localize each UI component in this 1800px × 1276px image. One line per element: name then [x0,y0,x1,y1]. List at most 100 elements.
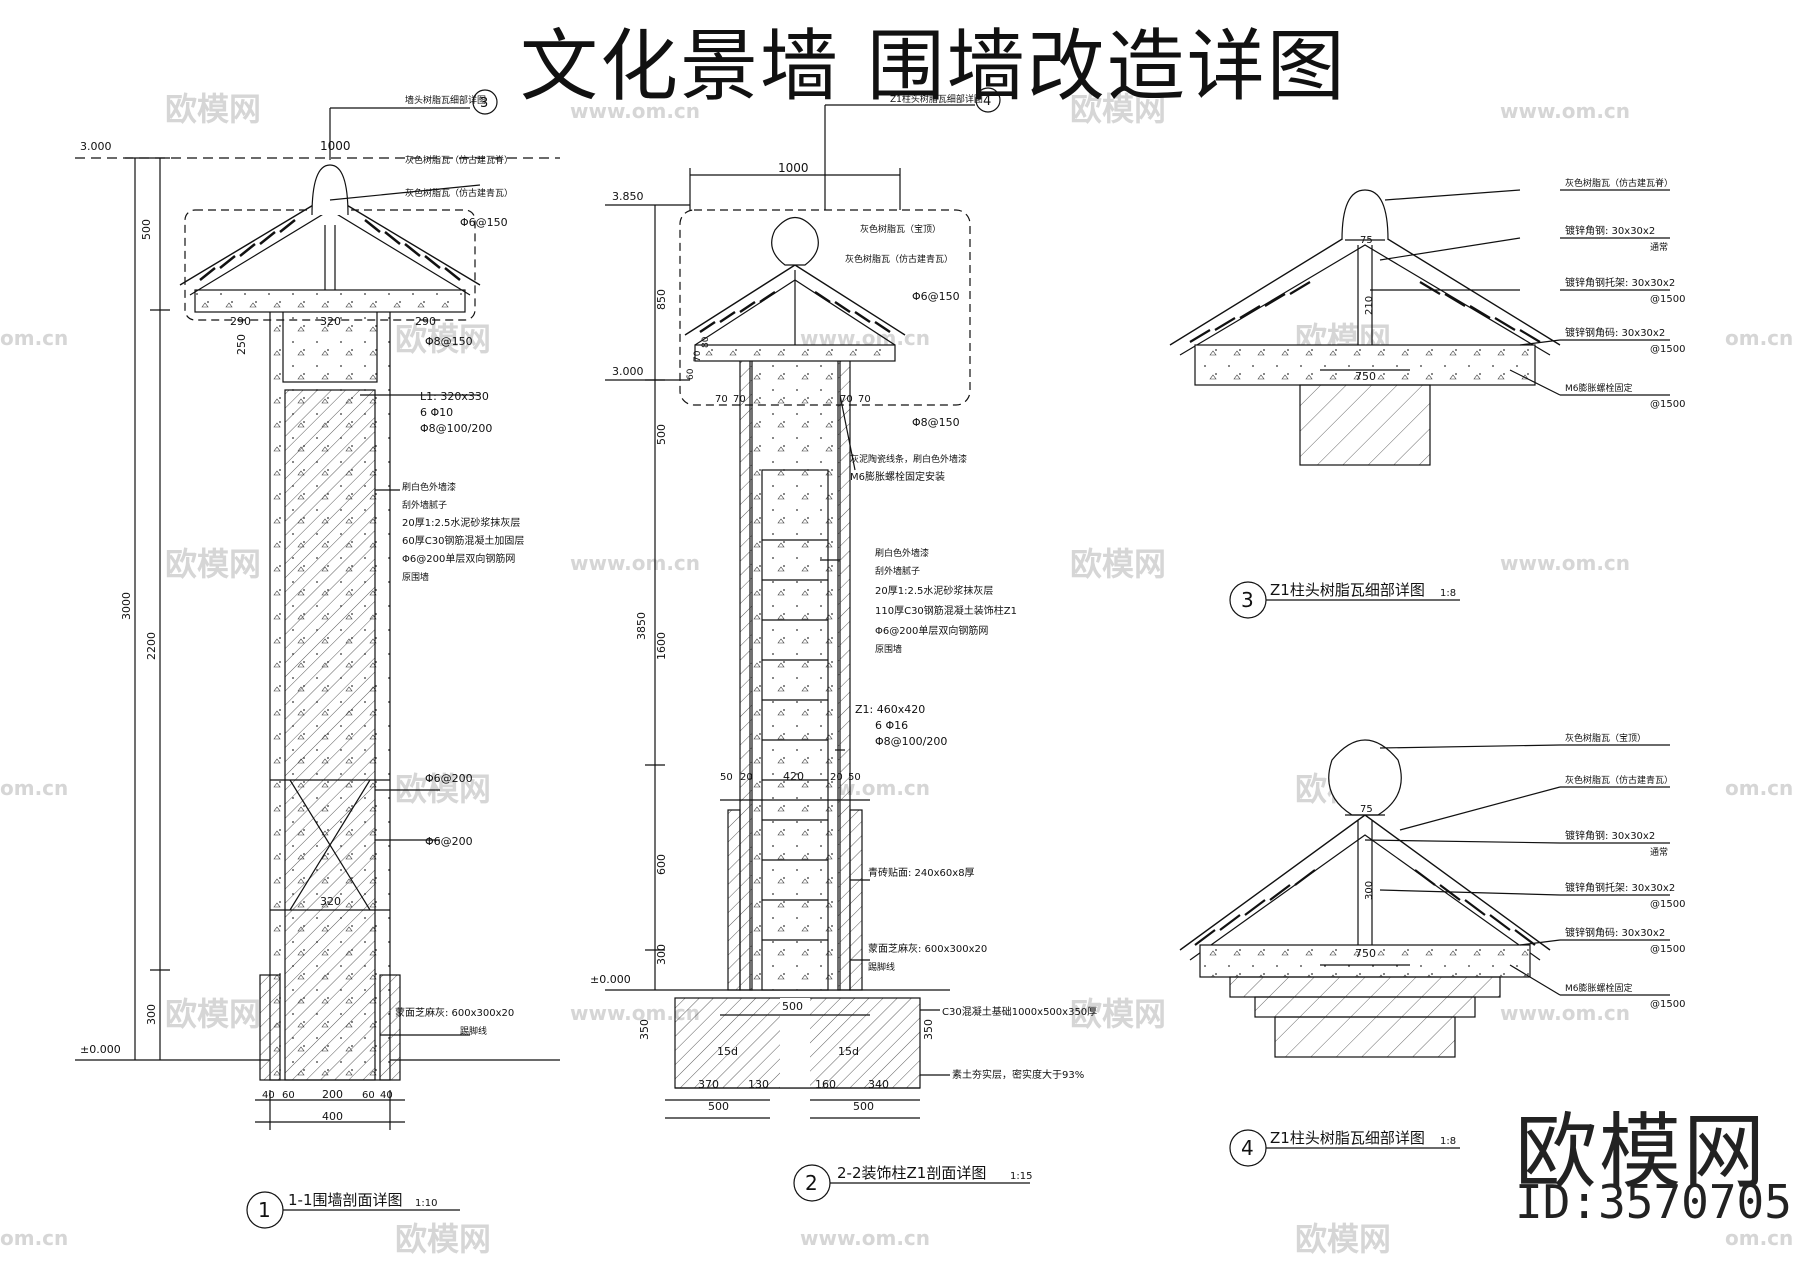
svg-text:Φ6@150: Φ6@150 [460,216,508,229]
svg-text:欧模网: 欧模网 [165,90,261,128]
view-1-wall-section [75,89,560,1229]
ref-bubble-3 [472,89,498,115]
svg-text:130: 130 [748,1078,769,1091]
svg-text:6 Φ16: 6 Φ16 [875,719,908,732]
svg-text:蒙面芝麻灰: 600x300x20: 蒙面芝麻灰: 600x300x20 [868,942,987,955]
svg-text:600: 600 [655,854,668,875]
svg-text:Z1柱头树脂瓦细部详图: Z1柱头树脂瓦细部详图 [1270,1129,1425,1147]
svg-text:1:10: 1:10 [415,1198,437,1209]
svg-text:500: 500 [853,1100,874,1113]
svg-text:Z1柱头树脂瓦细部详图: Z1柱头树脂瓦细部详图 [890,93,983,105]
svg-text:3850: 3850 [635,612,648,640]
svg-text:350: 350 [638,1019,651,1040]
svg-text:300: 300 [655,944,668,965]
svg-text:M6膨胀螺栓固定: M6膨胀螺栓固定 [1565,982,1633,994]
svg-text:Z1: 460x420: Z1: 460x420 [855,703,925,716]
svg-text:om.cn: om.cn [1725,776,1793,800]
svg-text:1:8: 1:8 [1440,1136,1456,1147]
svg-text:通常: 通常 [1650,241,1668,253]
svg-text:C30混凝土基础1000x500x350厚: C30混凝土基础1000x500x350厚 [942,1005,1097,1018]
svg-text:1:8: 1:8 [1440,588,1456,599]
svg-text:70: 70 [840,394,853,405]
svg-text:Z1柱头树脂瓦细部详图: Z1柱头树脂瓦细部详图 [1270,581,1425,599]
svg-text:灰色树脂瓦（仿古建青瓦）: 灰色树脂瓦（仿古建青瓦） [1565,774,1673,786]
svg-text:1: 1 [258,1198,271,1222]
svg-text:70: 70 [733,394,746,405]
svg-text:欧模网: 欧模网 [395,770,491,808]
svg-text:镀锌钢角码: 30x30x2: 镀锌钢角码: 30x30x2 [1565,926,1665,939]
svg-text:3.000: 3.000 [612,365,644,378]
svg-text:@1500: @1500 [1650,899,1685,910]
svg-text:www.om.cn: www.om.cn [1500,551,1630,575]
svg-text:L1: 320x330: L1: 320x330 [420,390,489,403]
finial-ball [771,216,819,266]
svg-text:1:15: 1:15 [1010,1171,1032,1182]
svg-text:110厚C30钢筋混凝土装饰柱Z1: 110厚C30钢筋混凝土装饰柱Z1 [875,604,1017,617]
svg-text:@1500: @1500 [1650,999,1685,1010]
svg-text:om.cn: om.cn [1725,326,1793,350]
brand-id: ID:3570705 [1515,1175,1792,1229]
svg-text:灰色树脂瓦（仿古建青瓦）: 灰色树脂瓦（仿古建青瓦） [405,187,513,199]
svg-text:3.850: 3.850 [612,190,644,203]
beam-l1 [282,299,378,383]
svg-text:4: 4 [983,94,991,109]
svg-text:@1500: @1500 [1650,944,1685,955]
svg-text:60: 60 [686,368,696,380]
svg-text:4: 4 [1241,1136,1254,1160]
svg-text:40: 40 [262,1090,275,1101]
svg-text:Φ8@100/200: Φ8@100/200 [875,735,947,748]
svg-text:340: 340 [868,1078,889,1091]
view-2-text: 3.850 3.000 ±0.000 1000 850 60 70 80 500… [590,93,1097,1195]
column-z1 [749,359,841,991]
svg-text:om.cn: om.cn [0,326,68,350]
svg-text:刷白色外墙漆: 刷白色外墙漆 [402,481,456,493]
svg-text:@1500: @1500 [1650,399,1685,410]
svg-text:灰色树脂瓦（仿古建瓦脊）: 灰色树脂瓦（仿古建瓦脊） [1565,177,1673,189]
svg-text:踢脚线: 踢脚线 [460,1025,487,1037]
svg-text:www.om.cn: www.om.cn [570,99,700,123]
svg-text:320: 320 [320,895,341,908]
svg-text:镀锌角钢: 30x30x2: 镀锌角钢: 30x30x2 [1565,829,1655,842]
svg-text:素土夯实层，密实度大于93%: 素土夯实层，密实度大于93% [952,1068,1084,1081]
svg-text:210: 210 [1364,296,1375,315]
svg-text:欧模网: 欧模网 [165,995,261,1033]
view-4-cap-detail [1179,739,1670,1167]
page-title: 文化景墙 围墙改造详图 [520,22,1347,112]
view-4-text: 75 300 750 灰色树脂瓦（宝顶） 灰色树脂瓦（仿古建青瓦） 镀锌角钢: … [1241,732,1685,1160]
svg-text:±0.000: ±0.000 [590,973,631,986]
svg-text:3: 3 [1241,588,1254,612]
svg-text:1600: 1600 [655,632,668,660]
view-3-text: 75 210 750 灰色树脂瓦（仿古建瓦脊） 镀锌角钢: 30x30x2 通常… [1241,177,1685,612]
svg-text:290: 290 [230,315,251,328]
svg-text:灰色树脂瓦（仿古建瓦脊）: 灰色树脂瓦（仿古建瓦脊） [405,154,513,166]
svg-text:灰泥陶瓷线条，刷白色外墙漆: 灰泥陶瓷线条，刷白色外墙漆 [850,453,967,465]
svg-text:2-2装饰柱Z1剖面详图: 2-2装饰柱Z1剖面详图 [837,1164,986,1182]
svg-text:300: 300 [145,1004,158,1025]
svg-text:±0.000: ±0.000 [80,1043,121,1056]
svg-text:60: 60 [282,1090,295,1101]
svg-text:镀锌角钢: 30x30x2: 镀锌角钢: 30x30x2 [1565,224,1655,237]
svg-text:www.om.cn: www.om.cn [800,1226,930,1250]
svg-text:3: 3 [480,96,488,111]
svg-text:欧模网: 欧模网 [395,320,491,358]
svg-text:350: 350 [922,1019,935,1040]
svg-text:Φ8@150: Φ8@150 [425,335,473,348]
original-wall [284,389,376,1081]
svg-text:欧模网: 欧模网 [1070,995,1166,1033]
svg-text:镀锌角钢托架: 30x30x2: 镀锌角钢托架: 30x30x2 [1565,276,1675,289]
svg-text:15d: 15d [717,1045,738,1058]
svg-text:500: 500 [655,424,668,445]
svg-text:www.om.cn: www.om.cn [1500,99,1630,123]
brand-logo: 欧模网 [1515,1105,1768,1200]
svg-text:Φ6@200单层双向钢筋网: Φ6@200单层双向钢筋网 [402,552,515,565]
svg-text:70: 70 [858,394,871,405]
svg-text:M6膨胀螺栓固定: M6膨胀螺栓固定 [1565,382,1633,394]
svg-text:1000: 1000 [778,161,809,175]
svg-text:欧模网: 欧模网 [1070,545,1166,583]
svg-text:墙头树脂瓦细部详图: 墙头树脂瓦细部详图 [405,94,486,106]
svg-text:500: 500 [782,1000,803,1013]
svg-text:刮外墙腻子: 刮外墙腻子 [402,499,447,511]
svg-text:75: 75 [1360,235,1373,246]
svg-text:刷白色外墙漆: 刷白色外墙漆 [875,547,929,559]
